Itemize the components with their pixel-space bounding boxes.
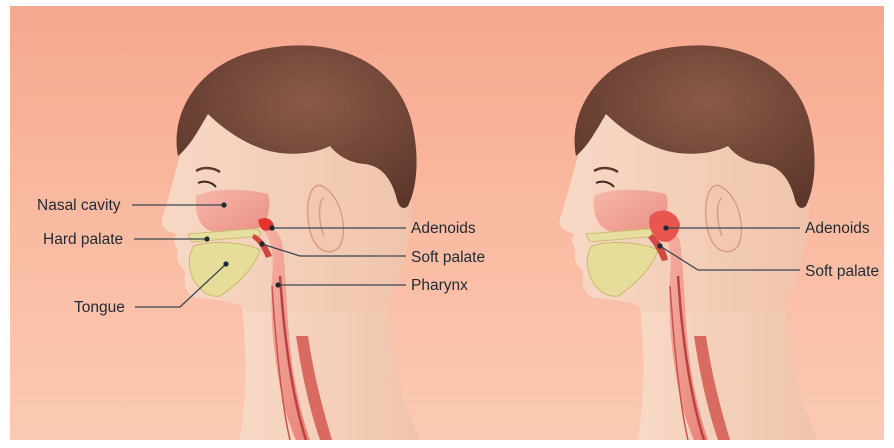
- svg-text:Soft palate: Soft palate: [805, 263, 879, 280]
- anatomy-illustration: Nasal cavity Hard palate Tongue Adenoids…: [10, 6, 884, 440]
- head-normal: [162, 45, 420, 440]
- diagram-canvas: Nasal cavity Hard palate Tongue Adenoids…: [10, 6, 884, 440]
- svg-text:Adenoids: Adenoids: [805, 220, 870, 237]
- svg-text:Adenoids: Adenoids: [411, 220, 476, 237]
- svg-text:Soft palate: Soft palate: [411, 249, 485, 266]
- svg-text:Tongue: Tongue: [74, 299, 125, 316]
- svg-text:Nasal cavity: Nasal cavity: [37, 197, 121, 214]
- svg-text:Pharynx: Pharynx: [411, 277, 468, 294]
- head-enlarged-adenoids: [560, 45, 818, 440]
- svg-text:Hard palate: Hard palate: [43, 231, 123, 248]
